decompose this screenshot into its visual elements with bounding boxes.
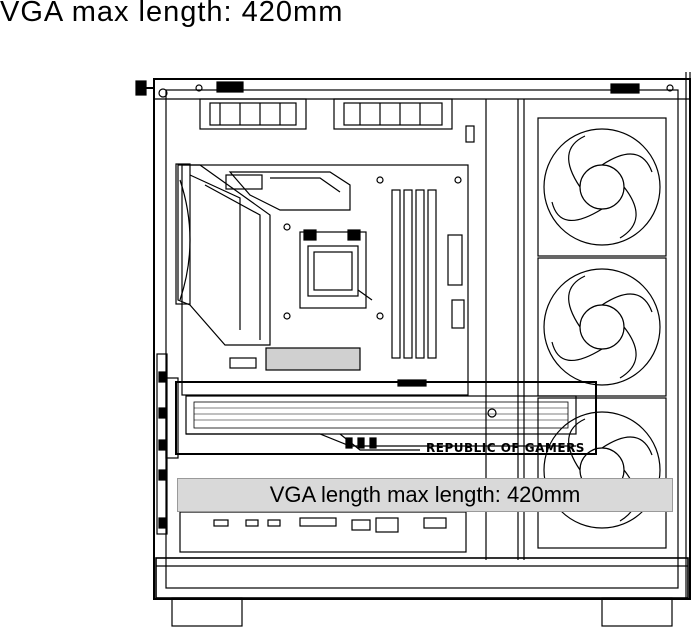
cpu-socket bbox=[299, 231, 367, 309]
lower-board-area bbox=[179, 511, 467, 553]
graphics-card: REPUBLIC OF GAMERS bbox=[165, 377, 597, 459]
fan bbox=[537, 257, 667, 397]
fan bbox=[537, 397, 667, 549]
ram-slots bbox=[391, 189, 437, 359]
pc-case bbox=[135, 72, 691, 627]
top-mount-bracket bbox=[199, 98, 475, 143]
page-title: VGA max length: 420mm bbox=[0, 0, 344, 28]
gpu-brand-text: REPUBLIC OF GAMERS bbox=[426, 441, 585, 455]
fan bbox=[537, 117, 667, 257]
vga-length-banner: VGA length max length: 420mm bbox=[177, 478, 673, 512]
rear-fan bbox=[175, 163, 191, 305]
motherboard bbox=[177, 164, 469, 396]
